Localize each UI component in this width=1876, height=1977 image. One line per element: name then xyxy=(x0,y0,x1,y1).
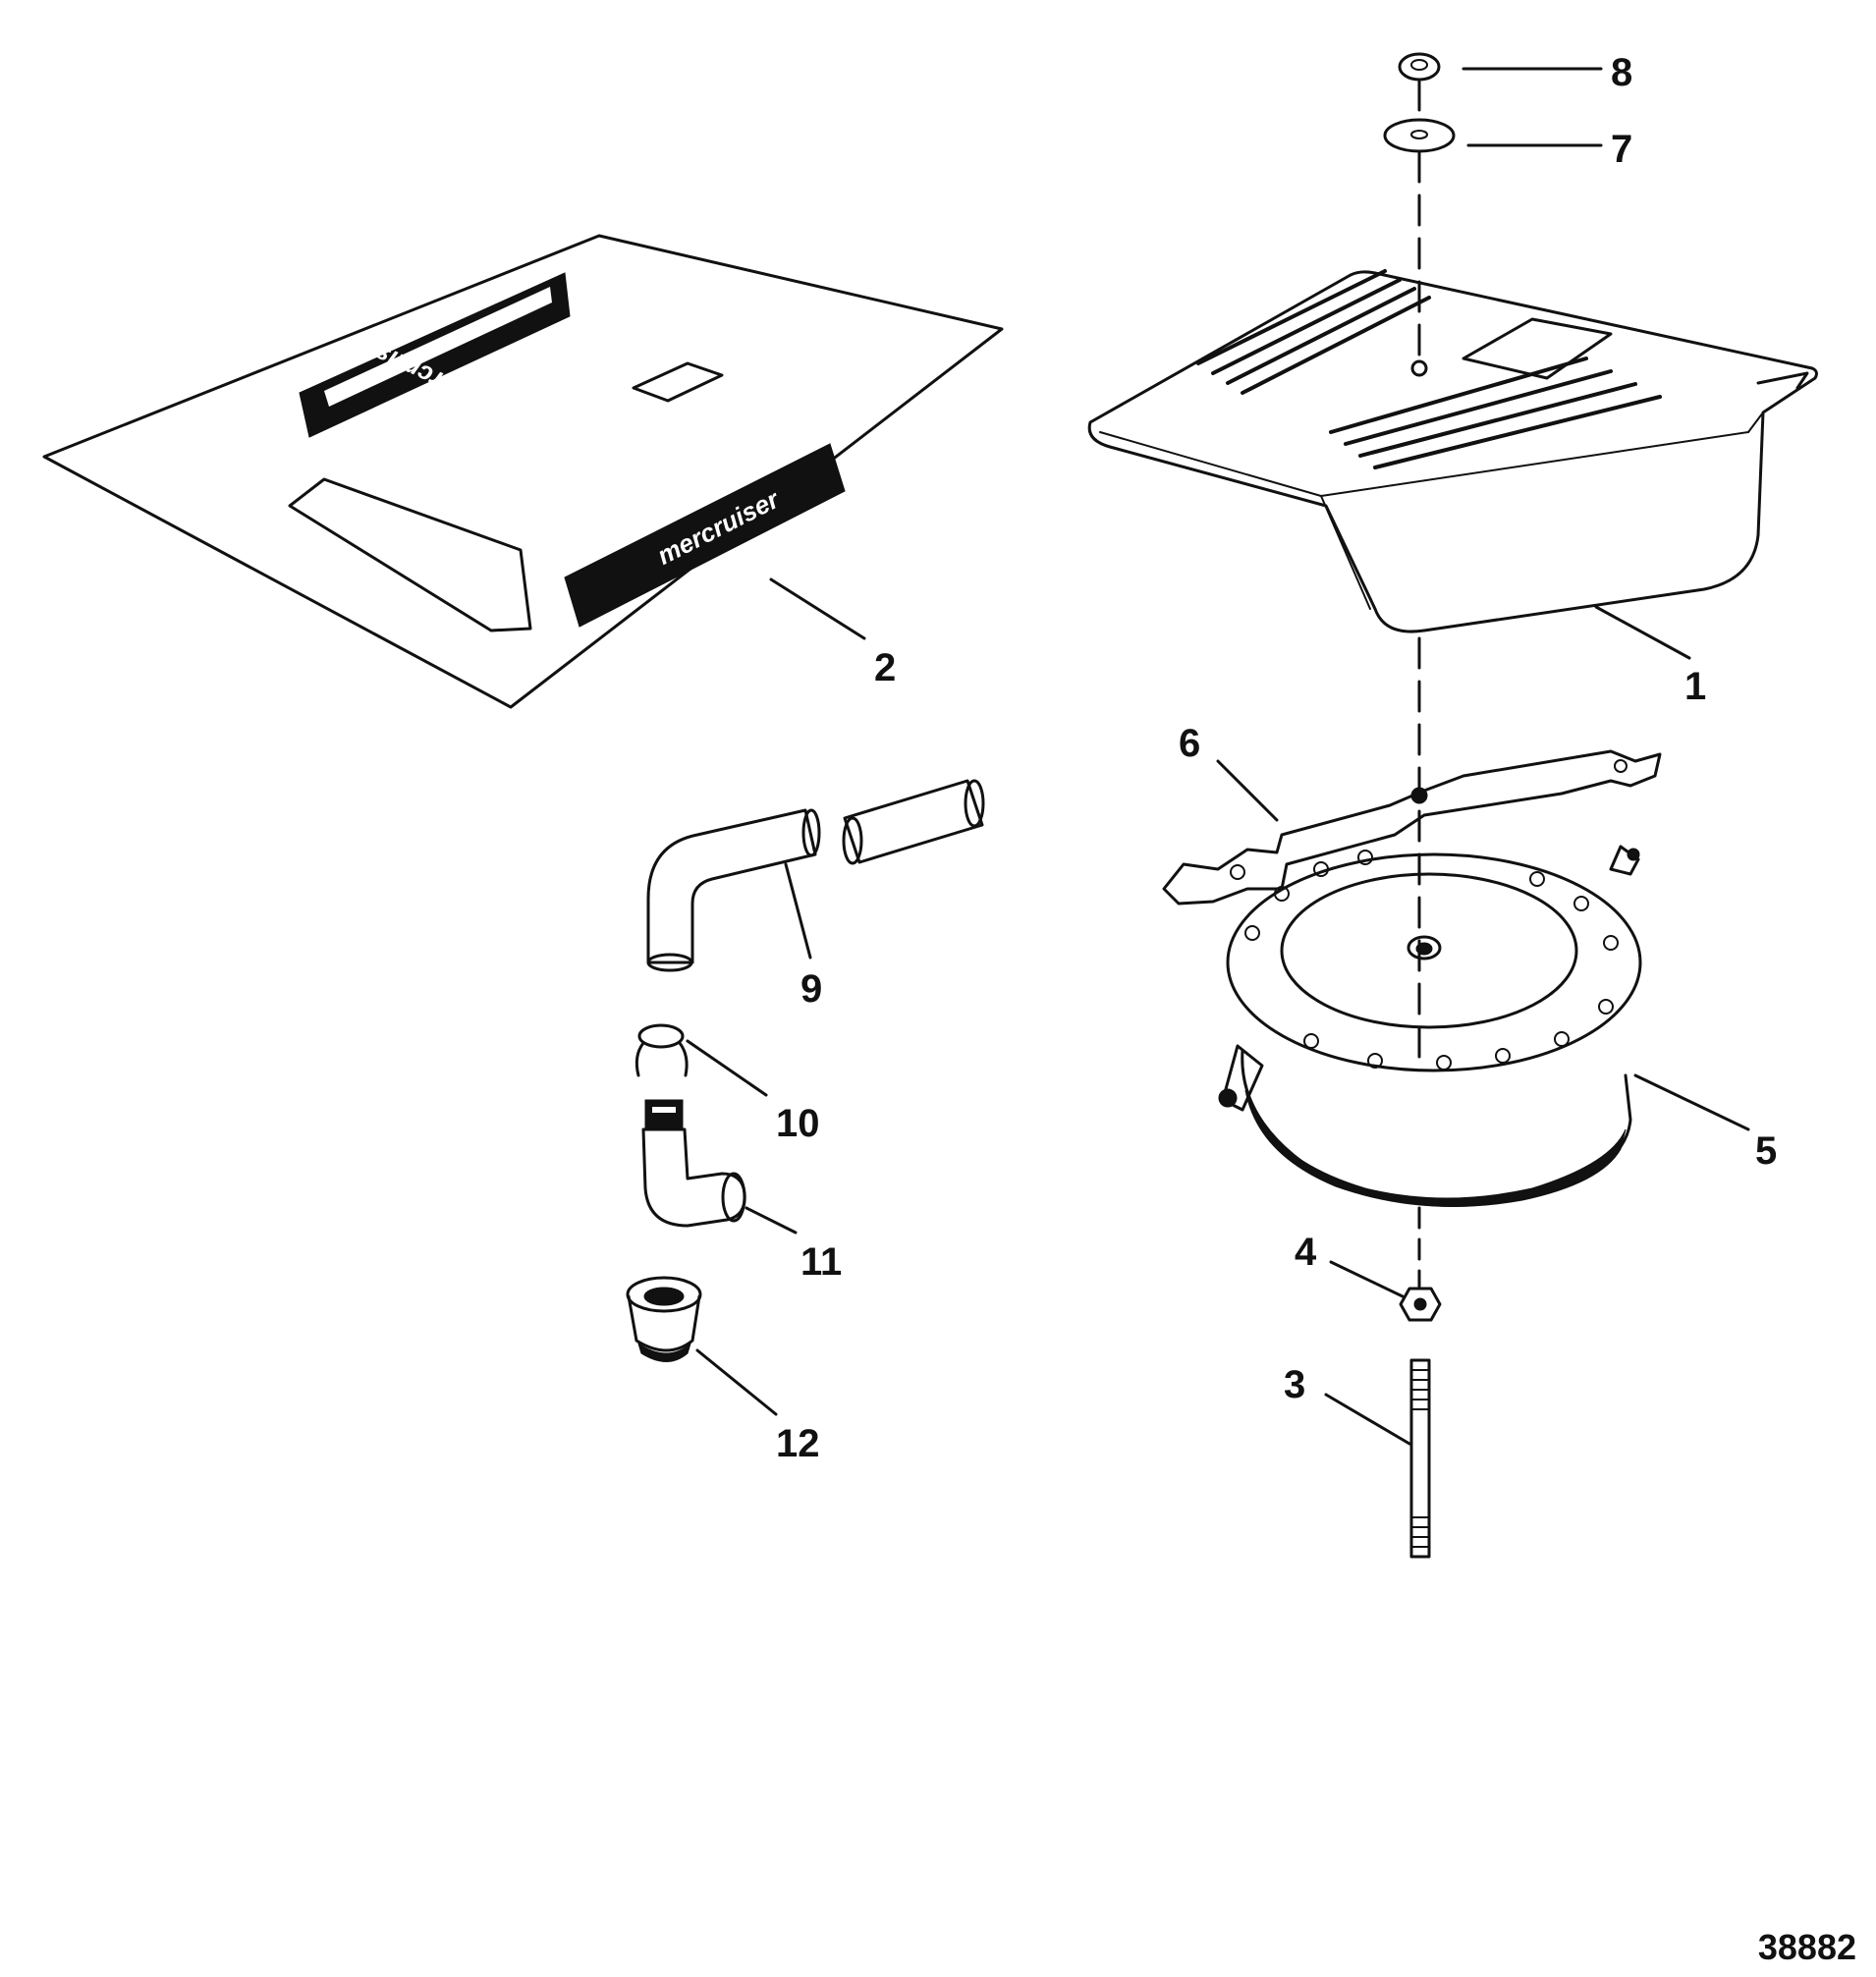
figure-number: 38882 xyxy=(1758,1927,1856,1967)
callout-6: 6 xyxy=(1179,722,1200,765)
leader-lines xyxy=(686,67,1750,1446)
callout-5: 5 xyxy=(1755,1129,1777,1173)
leader-12 xyxy=(695,1348,778,1416)
leader-3 xyxy=(1324,1393,1411,1446)
part-4-hex-nut xyxy=(1399,1287,1442,1322)
part-12-grommet xyxy=(626,1276,702,1362)
callout-2: 2 xyxy=(874,646,896,689)
part-2-decal-sheet: mercruiser mercruiser xyxy=(42,234,1004,709)
leader-1 xyxy=(1594,605,1691,660)
leader-10 xyxy=(686,1039,768,1097)
callout-12: 12 xyxy=(776,1422,820,1465)
callout-1: 1 xyxy=(1684,665,1706,708)
leader-9 xyxy=(784,862,812,960)
part-7-washer xyxy=(1383,118,1456,153)
part-1-cover xyxy=(1087,269,1818,633)
part-9-hoses xyxy=(646,779,985,972)
part-8-nut xyxy=(1398,52,1441,82)
callout-3: 3 xyxy=(1284,1363,1305,1406)
part-3-stud xyxy=(1409,1358,1431,1559)
leader-6 xyxy=(1216,759,1279,822)
leader-2 xyxy=(769,577,866,640)
leader-5 xyxy=(1633,1073,1750,1131)
callout-4: 4 xyxy=(1295,1231,1317,1274)
callout-labels: 1 2 3 4 5 6 7 8 9 10 11 12 xyxy=(776,51,1777,1465)
callout-10: 10 xyxy=(776,1102,820,1145)
callout-7: 7 xyxy=(1611,128,1632,171)
leader-4 xyxy=(1329,1260,1405,1298)
part-5-flame-arrestor xyxy=(1218,845,1642,1207)
leader-11 xyxy=(745,1206,798,1235)
callout-8: 8 xyxy=(1611,51,1632,94)
part-10-clamp xyxy=(635,1023,689,1077)
part-11-elbow-fitting xyxy=(641,1099,746,1228)
callout-11: 11 xyxy=(800,1240,842,1284)
callout-9: 9 xyxy=(800,967,822,1011)
part-6-bracket xyxy=(1162,749,1662,906)
